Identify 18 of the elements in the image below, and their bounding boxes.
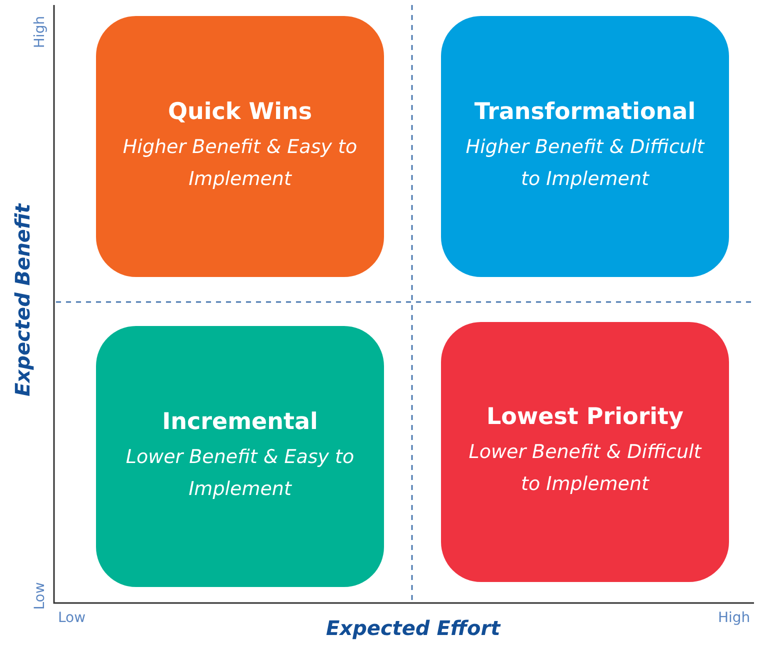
axis-tick-label: Low — [58, 610, 86, 626]
quadrant-box — [441, 16, 729, 277]
quadrant-title: Incremental — [162, 408, 318, 434]
axis-tick-label: Low — [32, 582, 48, 610]
quadrant-box — [96, 16, 384, 277]
axis-tick-label: High — [718, 610, 750, 626]
axis-tick-label: High — [32, 16, 48, 48]
quadrant-description: Higher Benefit & Easy to Implement — [122, 134, 358, 192]
quadrant-box — [441, 322, 729, 582]
quadrant-description: Lower Benefit & Difficult to Implement — [468, 440, 703, 497]
quadrant-description: Lower Benefit & Easy to Implement — [124, 444, 356, 502]
axis-title: Expected Benefit — [10, 204, 34, 396]
quadrant-description: Higher Benefit & Difficult to Implement — [464, 134, 706, 192]
quadrant-title: Quick Wins — [168, 98, 312, 124]
axis-title: Expected Effort — [326, 616, 500, 640]
quadrant-box — [96, 326, 384, 587]
quadrant-title: Lowest Priority — [486, 404, 684, 430]
quadrant-title: Transformational — [474, 98, 696, 124]
